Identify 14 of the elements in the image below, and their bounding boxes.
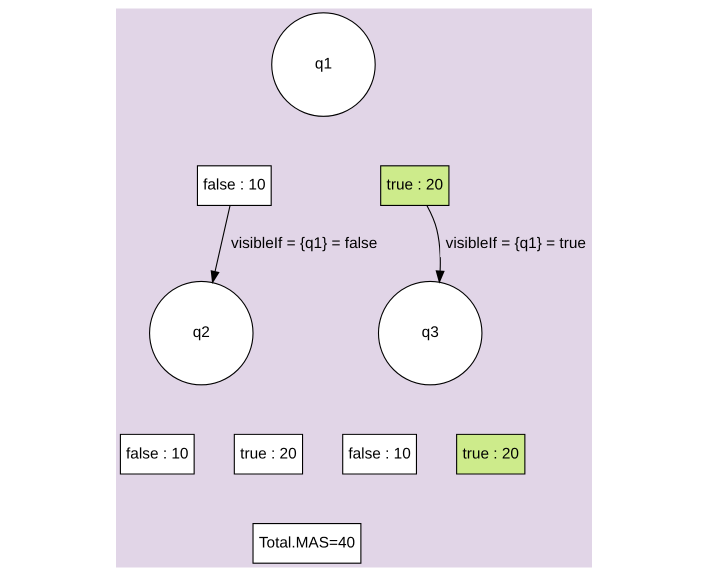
edge-label: visibleIf = {q1} = false bbox=[231, 235, 378, 252]
node-circle: q3 bbox=[378, 280, 482, 386]
edge-label: visibleIf = {q1} = true bbox=[446, 235, 586, 252]
node-box: true : 20 bbox=[234, 434, 304, 475]
node-circle: q1 bbox=[271, 12, 376, 117]
node-box: true : 20 bbox=[380, 165, 450, 206]
node-box: true : 20 bbox=[456, 434, 526, 475]
arrow bbox=[426, 205, 445, 284]
node-box: false : 10 bbox=[342, 434, 417, 475]
node-box: false : 10 bbox=[120, 434, 195, 475]
arrow bbox=[210, 206, 231, 284]
node-box: false : 10 bbox=[196, 165, 272, 206]
node-circle: q2 bbox=[149, 280, 254, 386]
node-box: Total.MAS=40 bbox=[252, 522, 362, 564]
